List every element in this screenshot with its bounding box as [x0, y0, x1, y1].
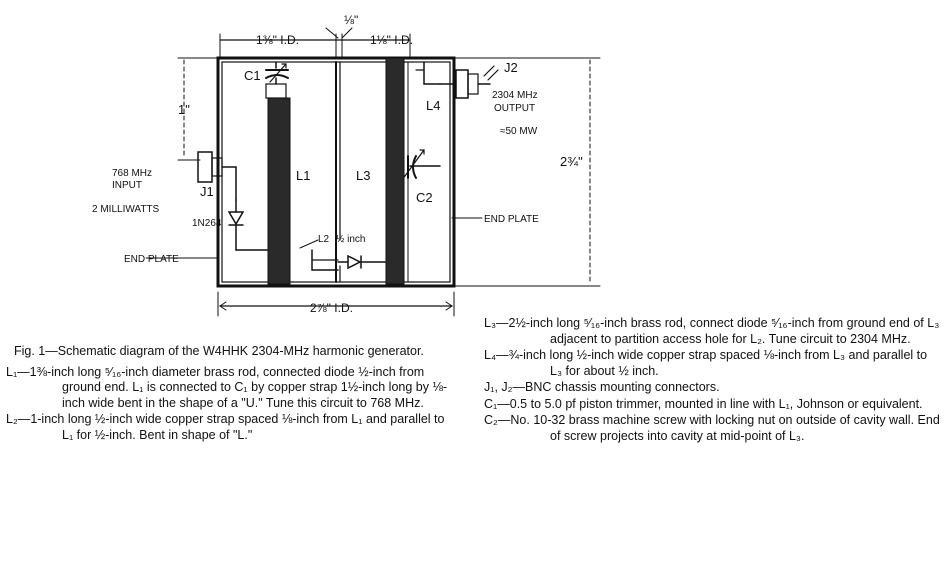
caption-item-l1: L₁—1⅜-inch long ⁵⁄₁₆-inch diameter brass… — [6, 364, 448, 410]
j1-label: J1 — [200, 184, 214, 199]
caption-item-l4: L₄—¾-inch long ½-inch wide copper strap … — [484, 348, 928, 378]
input-line1: 768 MHz — [112, 168, 152, 179]
caption-item-j1-j2: J₁, J₂—BNC chassis mounting connectors. — [484, 380, 720, 394]
l3-rod — [385, 57, 405, 285]
schematic-diagram: 1⅜" I.D. ⅛" 1⅛" I.D. C1 1" J2 L4 2304 MH… — [92, 13, 601, 317]
c1-label: C1 — [244, 68, 261, 83]
j2-connector — [439, 65, 499, 99]
c2-label: C2 — [416, 190, 433, 205]
c2-screw — [401, 149, 441, 181]
dim-top-right-label: 1⅛" I.D. — [370, 33, 413, 47]
output-line2: OUTPUT — [494, 103, 535, 114]
dim-top-left-label: 1⅜" I.D. — [256, 33, 299, 47]
dim-bottom-label: 2⅞" I.D. — [310, 301, 353, 315]
caption-left-column: Fig. 1—Schematic diagram of the W4HHK 23… — [6, 344, 458, 444]
dim-right-label: 2¾" — [560, 154, 583, 169]
l3-label: L3 — [356, 168, 370, 183]
end-plate-left-label: END PLATE — [124, 254, 179, 265]
l2-strap — [311, 249, 339, 271]
caption-item-c2: C₂—No. 10-32 brass machine screw with lo… — [484, 413, 940, 443]
diode-label: 1N264 — [192, 218, 222, 229]
dim-top-mid-label: ⅛" — [344, 13, 358, 27]
figure-title: Fig. 1—Schematic diagram of the W4HHK 23… — [14, 344, 424, 358]
output-line3: ≈50 MW — [500, 126, 538, 137]
output-line1: 2304 MHz — [492, 90, 538, 101]
input-line2: INPUT — [112, 180, 142, 191]
l4-strap — [415, 61, 441, 85]
caption-item-l3: L₃—2½-inch long ⁵⁄₁₆-inch brass rod, con… — [484, 316, 940, 346]
input-line3: 2 MILLIWATTS — [92, 204, 160, 215]
j2-label: J2 — [504, 60, 518, 75]
l2-length-label: ½ inch — [336, 234, 365, 245]
l1-rod — [267, 97, 291, 285]
l4-label: L4 — [426, 98, 440, 113]
l2-label: L2 — [318, 234, 330, 245]
c1-capacitor — [265, 61, 289, 99]
diode-1n264 — [227, 199, 269, 251]
diode-l3 — [337, 254, 389, 270]
caption-item-c1: C₁—0.5 to 5.0 pf piston trimmer, mounted… — [484, 396, 923, 411]
end-plate-right-label: END PLATE — [484, 214, 539, 225]
l1-label: L1 — [296, 168, 310, 183]
dim-left-label: 1" — [178, 102, 190, 117]
caption-item-l2: L₂—1-inch long ½-inch wide copper strap … — [6, 412, 445, 442]
caption-right-column: L₃—2½-inch long ⁵⁄₁₆-inch brass rod, con… — [484, 316, 940, 445]
j1-connector — [197, 151, 237, 201]
